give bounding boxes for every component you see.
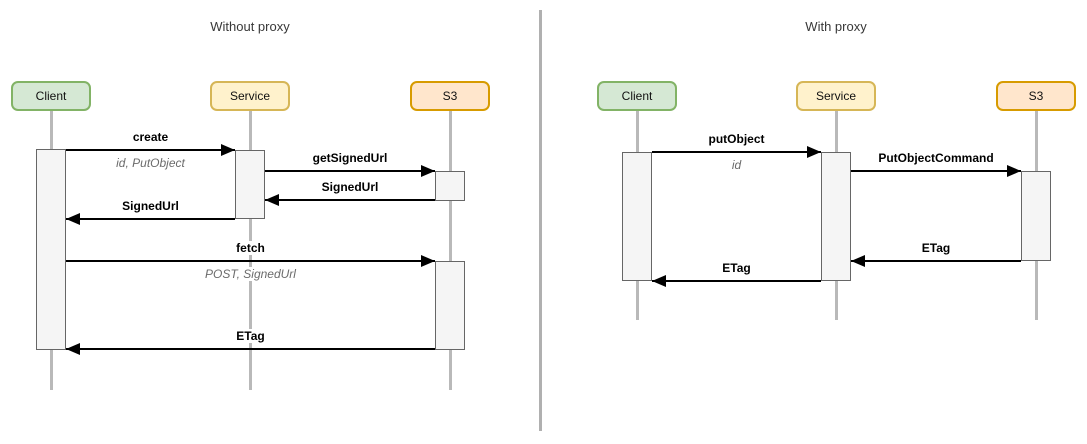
actor-s3: S3 [410,81,490,111]
message-sublabel-text: id, PutObject [113,156,188,170]
arrow-head [265,194,279,206]
actor-label-client: Client [35,89,67,103]
message-arrow-signedurl [265,199,435,201]
message-sublabel-text: id [728,158,745,172]
message-label: ETag [826,241,1046,255]
message-label-text: putObject [705,132,768,146]
message-label-text: PutObjectCommand [875,151,997,165]
message-label: create [41,130,261,144]
message-arrow-putobject [652,151,821,153]
activation-bar-service [821,152,851,281]
message-label-text: ETag [918,241,954,255]
activation-bar-service [235,150,265,219]
message-label: SignedUrl [41,199,261,213]
message-label: getSignedUrl [240,151,460,165]
message-label-text: SignedUrl [318,180,382,194]
message-arrow-etag [851,260,1021,262]
actor-service: Service [210,81,290,111]
message-arrow-create [66,149,235,151]
arrow-head [221,144,235,156]
activation-bar-s3 [435,171,465,201]
lifeline-s3 [448,111,452,390]
arrow-head [66,213,80,225]
message-arrow-etag [652,280,821,282]
arrow-head [421,165,435,177]
message-label: putObject [627,132,847,146]
arrow-head [652,275,666,287]
message-arrow-etag [66,348,435,350]
message-label: PutObjectCommand [826,151,1046,165]
actor-client: Client [11,81,91,111]
actor-label-s3: S3 [442,89,458,103]
arrow-head [851,255,865,267]
message-label-text: ETag [719,261,754,275]
arrow-head [1007,165,1021,177]
message-arrow-fetch [66,260,435,262]
actor-label-s3: S3 [1028,89,1044,103]
actor-label-client: Client [621,89,653,103]
diagram-title-without-proxy: Without proxy [210,19,290,34]
actor-label-service: Service [229,89,270,103]
message-arrow-getsignedurl [265,170,435,172]
message-sublabel: id [627,158,847,172]
message-label: ETag [627,261,847,275]
message-sublabel: id, PutObject [41,156,261,170]
message-label-text: getSignedUrl [309,151,391,165]
message-arrow-putobjectcommand [851,170,1021,172]
actor-client: Client [597,81,677,111]
actor-label-service: Service [815,89,856,103]
actor-service: Service [796,81,876,111]
arrow-head [66,343,80,355]
message-label: SignedUrl [240,180,460,194]
message-label-text: SignedUrl [119,199,182,213]
activation-bar-s3 [1021,171,1051,261]
activation-bar-client [622,152,652,281]
divider-line [539,10,542,431]
actor-s3: S3 [996,81,1076,111]
diagram-title-with-proxy: With proxy [805,19,867,34]
message-label-text: create [129,130,172,144]
arrow-head [807,146,821,158]
activation-bar-s3 [435,261,465,350]
arrow-head [421,255,435,267]
message-arrow-signedurl [66,218,235,220]
activation-bar-client [36,149,66,350]
